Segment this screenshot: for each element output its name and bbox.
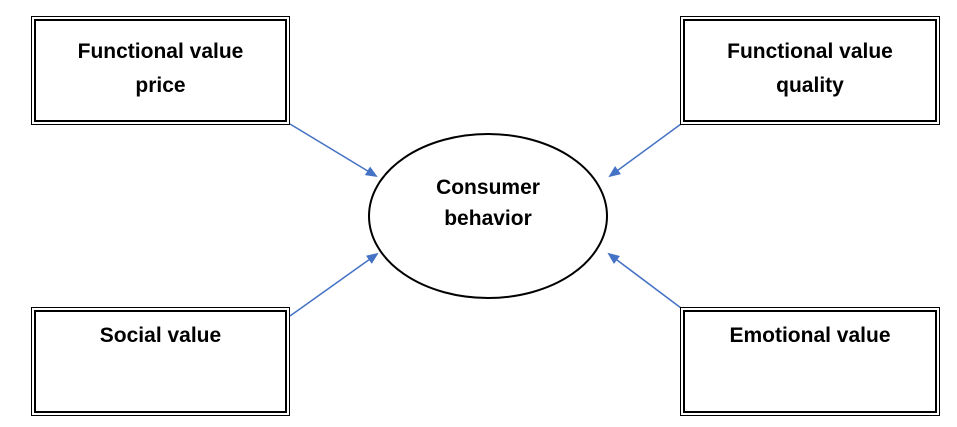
node-functional-value-price: Functional value price [31,16,290,125]
arrow-bl-to-center [289,252,379,317]
node-social-value: Social value [31,307,290,416]
node-label: Functional value price [77,40,244,97]
node-emotional-value: Emotional value [680,307,940,416]
node-label: Social value [99,324,222,347]
node-label: Emotional value [729,324,891,347]
arrow-br-to-center [607,252,682,309]
arrow-tl-to-center [289,123,378,178]
arrow-tr-to-center [608,123,682,178]
center-ellipse [368,133,608,299]
node-label: Functional value quality [727,40,893,97]
center-label: Consumer behavior [436,176,540,230]
node-functional-value-quality: Functional value quality [680,16,940,125]
